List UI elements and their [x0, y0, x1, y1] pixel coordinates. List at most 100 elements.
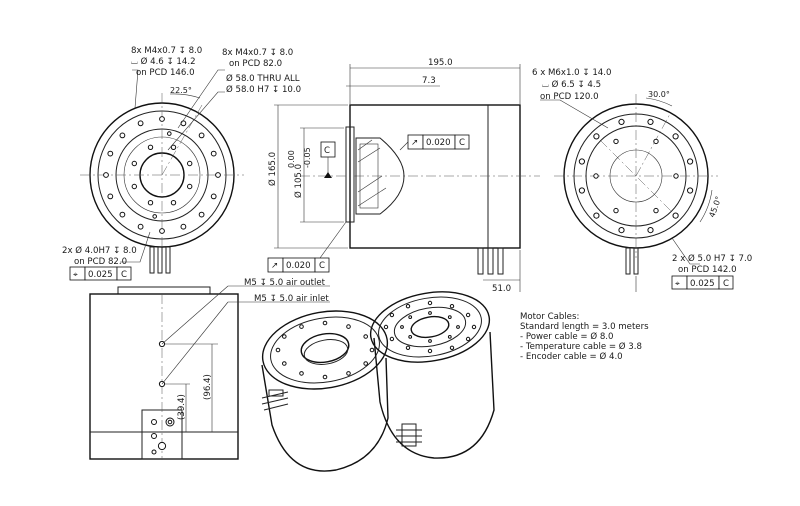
rear-pin-line1: 2 x Ø 5.0 H7 ↧ 7.0: [672, 253, 752, 264]
front-outer-hole: [198, 211, 205, 218]
front-inner-hole: [131, 183, 138, 190]
rear-outer-hole: [672, 212, 679, 219]
side-runout-datum: C: [459, 138, 465, 148]
iso2-hole: [427, 300, 433, 306]
iso1-hole: [299, 324, 304, 329]
motor-cables-temperature: - Temperature cable = Ø 3.8: [520, 341, 642, 352]
front-pin-line2: on PCD 82.0: [74, 257, 127, 267]
front-inner-hole: [187, 160, 193, 167]
rear-bolt-holes: [578, 118, 694, 234]
isometric-view-1: [261, 310, 389, 472]
rear-tol-symbol: ⌖: [675, 279, 680, 289]
side-view: [274, 64, 540, 292]
front-tol-value: 0.025: [88, 270, 113, 280]
motor-cables-title: Motor Cables:: [520, 312, 579, 322]
iso1-hole: [363, 361, 369, 366]
front-pin-hole: [152, 214, 157, 219]
rear-outer-hole: [618, 118, 625, 126]
iso2-hole: [405, 304, 411, 309]
iso1-hole: [346, 371, 351, 376]
iso2-inner-hole: [428, 311, 432, 315]
side-offset: 7.3: [422, 76, 436, 86]
front-angle-label: 22.5°: [170, 86, 192, 95]
rear-inner-hole: [653, 138, 659, 145]
front-outer-hole: [107, 193, 114, 200]
rear-pin-line2: on PCD 142.0: [678, 265, 737, 275]
front-m4-pcd146-line2: ⌴ Ø 4.6 ↧ 14.2: [131, 56, 196, 67]
side-runout2-symbol: ↗: [271, 261, 278, 271]
iso2-hole: [449, 304, 455, 309]
front-outer-hole: [119, 211, 126, 218]
iso1-hole: [369, 347, 375, 353]
front-m4-pcd146-line3: on PCD 146.0: [136, 68, 195, 78]
side-diameter-pilot: Ø 105.0: [293, 164, 304, 198]
front-outer-hole: [210, 193, 217, 200]
iso2-hole: [389, 312, 395, 318]
iso1-hole: [282, 334, 287, 339]
rear-inner-hole: [593, 173, 599, 179]
rear-m6-line2: ⌴ Ø 6.5 ↧ 4.5: [542, 79, 601, 90]
rear-inner-hole: [613, 207, 619, 214]
air-outlet-label: M5 ↧ 5.0 air outlet: [244, 278, 326, 288]
iso2-holes: [383, 300, 477, 354]
front-m4-pcd82-line1: 8x M4x0.7 ↧ 8.0: [222, 48, 293, 58]
front-outer-hole: [215, 172, 221, 178]
iso1-hole: [275, 347, 281, 353]
iso1-hole: [282, 361, 287, 366]
motor-cables-note: Motor Cables: Standard length = 3.0 mete…: [520, 312, 649, 362]
side-datum-label: C: [324, 146, 330, 156]
side-runout2-datum: C: [319, 261, 325, 271]
iso2-inner-hole: [447, 315, 452, 320]
front-outer-hole: [159, 228, 165, 234]
front-outer-hole: [137, 120, 144, 127]
front-outer-hole: [107, 150, 114, 157]
rear-callouts: 6 x M6x1.0 ↧ 14.0 ⌴ Ø 6.5 ↧ 4.5 on PCD 1…: [532, 68, 752, 290]
iso2-inner-hole: [408, 335, 413, 339]
front-callouts: 8x M4x0.7 ↧ 8.0 ⌴ Ø 4.6 ↧ 14.2 on PCD 14…: [62, 46, 301, 281]
bottom-callouts: M5 ↧ 5.0 air outlet M5 ↧ 5.0 air inlet (…: [177, 278, 329, 420]
iso1-hole: [363, 334, 369, 339]
iso2-hole: [389, 336, 395, 342]
iso2-hole: [383, 324, 389, 330]
side-pilot-tol-lower: -0.05: [303, 147, 312, 168]
side-length: 195.0: [428, 58, 453, 68]
rear-tol-datum: C: [723, 279, 729, 289]
front-inner-hole: [170, 144, 177, 151]
iso1-hole: [322, 374, 328, 380]
rear-m6-line3: on PCD 120.0: [540, 92, 599, 102]
front-m4-pcd146-line1: 8x M4x0.7 ↧ 8.0: [131, 46, 202, 56]
rear-outer-hole: [647, 227, 654, 234]
iso2-inner-hole: [408, 315, 413, 320]
dim-inlet: (39.4): [177, 394, 187, 420]
rear-outer-hole: [618, 227, 625, 234]
front-outer-hole: [137, 223, 144, 230]
iso1-hole: [299, 371, 304, 376]
motor-cables-length: Standard length = 3.0 meters: [520, 322, 649, 332]
iso2-hole: [471, 324, 477, 330]
iso1-hole: [322, 320, 328, 326]
iso2-hole: [405, 345, 411, 350]
rear-outer-hole: [593, 133, 600, 140]
front-inner-hole: [170, 200, 177, 206]
iso2-hole: [465, 336, 471, 342]
front-bore-line2: Ø 58.0 H7 ↧ 10.0: [226, 84, 301, 95]
front-outer-hole: [210, 150, 217, 157]
rear-outer-hole: [593, 212, 600, 219]
rear-outer-hole: [672, 133, 679, 140]
rear-tol-value: 0.025: [690, 279, 715, 289]
side-connector-length: 51.0: [492, 284, 511, 294]
front-tol-symbol: ⌖: [73, 270, 78, 280]
front-tol-datum: C: [121, 270, 127, 280]
side-callouts: 195.0 7.3 Ø 165.0 0.00 Ø 105.0 -0.05 C ↗…: [267, 58, 511, 294]
rear-angle-top: 30.0°: [648, 90, 670, 99]
rear-outer-hole: [578, 158, 586, 165]
front-bolt-holes: [103, 116, 221, 234]
front-inner-hole: [147, 200, 154, 206]
iso2-inner-hole: [456, 325, 460, 329]
front-m4-pcd82-line2: on PCD 82.0: [229, 59, 282, 69]
iso1-holes: [275, 320, 375, 380]
front-outer-hole: [103, 172, 109, 178]
front-pin-hole: [167, 131, 172, 136]
rear-m6-line1: 6 x M6x1.0 ↧ 14.0: [532, 68, 611, 78]
